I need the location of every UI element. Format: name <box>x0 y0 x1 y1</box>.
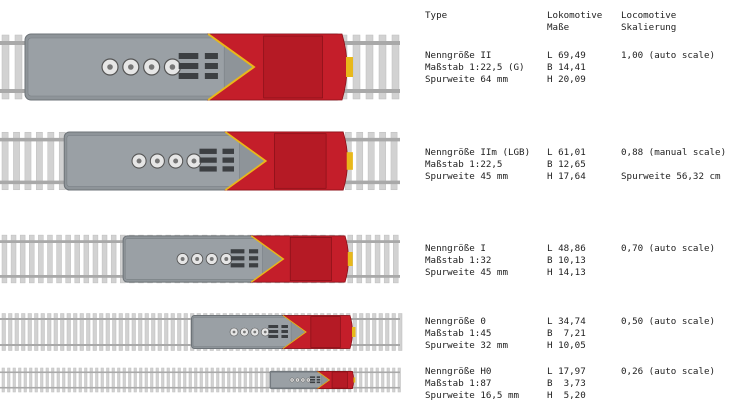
row-1-track-locomotive <box>0 33 400 101</box>
row-4-factor: 0,50 (auto scale) <box>621 316 716 327</box>
row-3-scale: Maßstab 1:32 <box>425 255 492 266</box>
row-1-length: L 69,49 <box>547 50 586 61</box>
locomotive <box>122 235 353 283</box>
row-2-track-locomotive <box>0 131 400 191</box>
header-loco-line2: Maße <box>547 22 570 33</box>
header-scale-line2: Skalierung <box>621 22 677 33</box>
row-3-factor: 0,70 (auto scale) <box>621 243 716 254</box>
locomotive <box>191 315 356 349</box>
row-2-height: H 17,64 <box>547 171 586 182</box>
row-1-size: Nenngröße II <box>425 50 492 61</box>
row-3-length: L 48,86 <box>547 243 586 254</box>
row-4-gauge: Spurweite 32 mm <box>425 340 508 351</box>
row-4-height: H 10,05 <box>547 340 586 351</box>
row-5-gauge: Spurweite 16,5 mm <box>425 390 520 401</box>
row-4-length: L 34,74 <box>547 316 586 327</box>
row-3-track-locomotive <box>0 234 400 284</box>
locomotive <box>24 33 353 101</box>
row-4-track-locomotive <box>0 313 403 351</box>
row-2-size: Nenngröße IIm (LGB) <box>425 147 531 158</box>
row-4-size: Nenngröße 0 <box>425 316 486 327</box>
row-5-size: Nenngröße H0 <box>425 366 492 377</box>
header-scale-line1: Locomotive <box>621 10 677 21</box>
locomotive-scale-illustration <box>0 33 403 393</box>
row-5-scale: Maßstab 1:87 <box>425 378 492 389</box>
header-loco-line1: Lokomotive <box>547 10 603 21</box>
row-2-width: B 12,65 <box>547 159 586 170</box>
row-5-factor: 0,26 (auto scale) <box>621 366 716 377</box>
row-2-scale: Maßstab 1:22,5 <box>425 159 503 170</box>
row-1-scale: Maßstab 1:22,5 (G) <box>425 62 525 73</box>
row-3-width: B 10,13 <box>547 255 586 266</box>
row-3-size: Nenngröße I <box>425 243 486 254</box>
row-4-width: B 7,21 <box>547 328 586 339</box>
row-5-height: H 5,20 <box>547 390 586 401</box>
row-1-width: B 14,41 <box>547 62 586 73</box>
row-2-extra: Spurweite 56,32 cm <box>621 171 721 182</box>
locomotive <box>63 131 353 191</box>
locomotive <box>269 370 356 390</box>
header-type: Type <box>425 10 448 21</box>
row-1-factor: 1,00 (auto scale) <box>621 50 716 61</box>
row-1-height: H 20,09 <box>547 74 586 85</box>
row-3-gauge: Spurweite 45 mm <box>425 267 508 278</box>
row-2-factor: 0,88 (manual scale) <box>621 147 727 158</box>
row-5-track-locomotive <box>0 367 401 393</box>
row-2-gauge: Spurweite 45 mm <box>425 171 508 182</box>
row-5-width: B 3,73 <box>547 378 586 389</box>
row-4-scale: Maßstab 1:45 <box>425 328 492 339</box>
row-5-length: L 17,97 <box>547 366 586 377</box>
row-3-height: H 14,13 <box>547 267 586 278</box>
row-2-length: L 61,01 <box>547 147 586 158</box>
row-1-gauge: Spurweite 64 mm <box>425 74 508 85</box>
